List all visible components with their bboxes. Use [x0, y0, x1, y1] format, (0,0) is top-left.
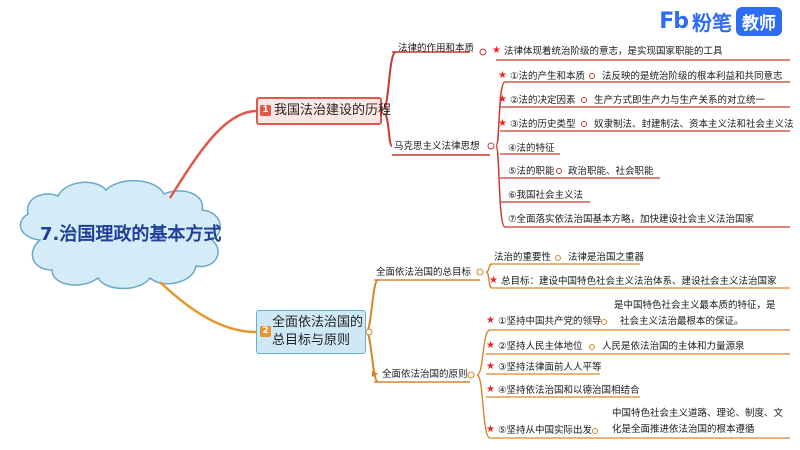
- leaf-total-goal: 总目标：建设中国特色社会主义法治体系、建设社会主义法治国家: [501, 276, 777, 287]
- branch-1-badge: 1: [260, 105, 271, 116]
- leaf-law-essence: 法律体现着统治阶级的意志，是实现国家职能的工具: [504, 46, 723, 57]
- leaf-law-determinant-detail: 生产方式即生产力与生产关系的对立统一: [594, 95, 766, 106]
- branch-2-label-line-1: 全面依法治国的: [272, 315, 364, 330]
- branch-1-label: 我国法治建设的历程: [274, 103, 392, 118]
- leaf-rule-of-law-importance-detail: 法律是治国之重器: [568, 252, 645, 263]
- star-icon: ★: [486, 315, 495, 326]
- branch-2-badge: 2: [260, 326, 271, 337]
- leaf-party-leadership-detail-line-1: 是中国特色社会主义最本质的特征，是: [614, 300, 776, 311]
- leaf-party-leadership-detail-line-2: 社会主义法治最根本的保证。: [620, 316, 744, 327]
- star-icon: ★: [486, 361, 495, 372]
- leaf-china-reality-detail-line-1: 中国特色社会主义道路、理论、制度、文: [612, 408, 784, 419]
- branch-1-box: [256, 97, 382, 125]
- star-icon: ★: [492, 45, 501, 56]
- brand-badge: 教师: [736, 6, 782, 36]
- brand-logo: Fb 粉笔 教师: [659, 6, 782, 36]
- leaf-party-leadership: ①坚持中国共产党的领导: [498, 316, 602, 327]
- root-topic: 7.治国理政的基本方式: [40, 224, 222, 245]
- subtopic-law-role: 法律的作用和本质: [398, 43, 475, 54]
- leaf-law-functions-detail: 政治职能、社会职能: [568, 166, 654, 177]
- leaf-law-and-virtue: ④坚持依法治国和以德治国相结合: [498, 385, 640, 396]
- branch-2-box: [256, 310, 366, 354]
- leaf-china-reality: ⑤坚持从中国实际出发: [498, 425, 593, 436]
- triangle-icon: ▶: [372, 369, 379, 378]
- subtopic-principles: 全面依法治国的原则: [382, 369, 468, 380]
- leaf-law-history-detail: 奴隶制法、封建制法、资本主义法和社会主义法: [594, 119, 794, 130]
- subtopic-marxist-law: 马克思主义法律思想: [394, 141, 480, 152]
- leaf-law-history: ③法的历史类型: [510, 119, 576, 130]
- leaf-people-subject-detail: 人民是依法治国的主体和力量源泉: [602, 341, 745, 352]
- leaf-rule-of-law-importance: 法治的重要性: [494, 252, 552, 263]
- leaf-law-origin-detail: 法反映的是统治阶级的根本利益和共同意志: [602, 71, 783, 82]
- star-icon: ★: [498, 118, 507, 129]
- leaf-china-reality-detail-line-2: 化是全面推进依法治国的根本遵循: [612, 424, 755, 435]
- brand-name: 粉笔: [692, 10, 732, 35]
- leaf-people-subject: ②坚持人民主体地位: [498, 341, 583, 352]
- leaf-equality: ③坚持法律面前人人平等: [498, 362, 602, 373]
- leaf-socialist-law: ⑥我国社会主义法: [508, 190, 584, 201]
- star-icon: ★: [489, 275, 498, 286]
- star-icon: ★: [498, 70, 507, 81]
- subtopic-total-goal: 全面依法治国的总目标: [376, 267, 472, 278]
- leaf-law-origin: ①法的产生和本质: [510, 71, 586, 82]
- star-icon: ★: [486, 424, 495, 435]
- leaf-rule-of-law-strategy: ⑦全面落实依法治国基本方略，加快建设社会主义法治国家: [508, 214, 755, 225]
- star-icon: ★: [486, 340, 495, 351]
- brand-mark: Fb: [659, 8, 689, 34]
- root-cloud-shape: [19, 179, 222, 290]
- star-icon: ★: [498, 94, 507, 105]
- leaf-law-functions: ⑤法的职能: [508, 166, 555, 177]
- leaf-law-determinant: ②法的决定因素: [510, 95, 576, 106]
- branch-2-label-line-2: 总目标与原则: [272, 333, 351, 348]
- star-icon: ★: [486, 384, 495, 395]
- leaf-law-features: ④法的特征: [508, 143, 555, 154]
